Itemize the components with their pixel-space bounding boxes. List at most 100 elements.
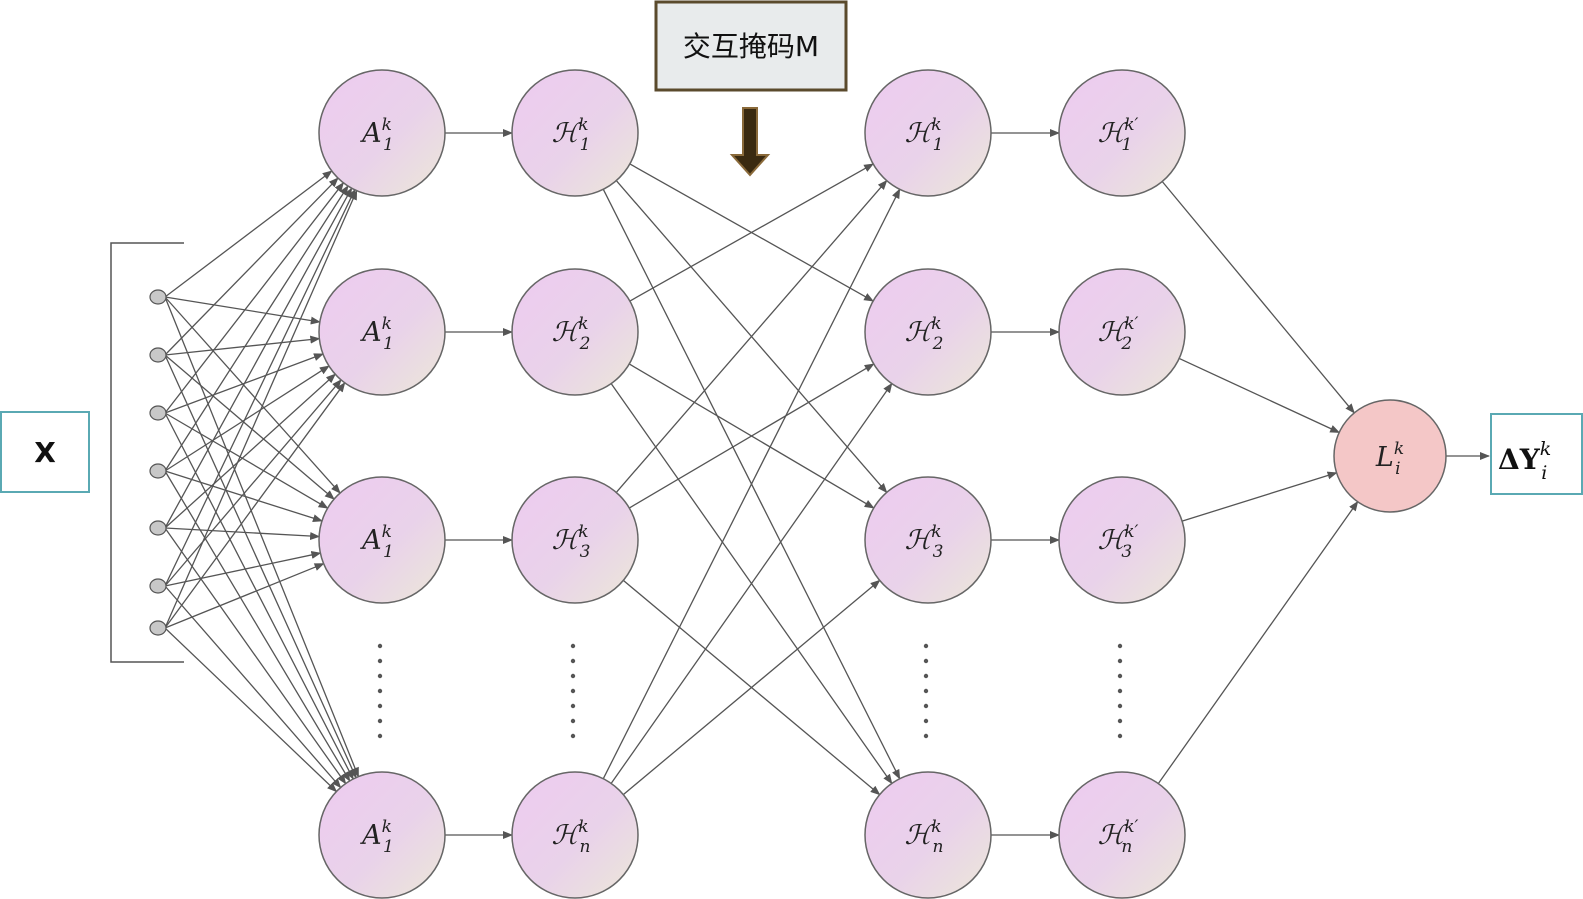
node-circle	[511, 69, 639, 197]
node-circle	[318, 476, 446, 604]
hprime-to-loss-edge	[1161, 181, 1355, 414]
ellipsis-dot	[1117, 733, 1123, 739]
input-bracket	[110, 242, 184, 663]
input-point	[149, 347, 167, 363]
node-label: ℋk′3	[1098, 522, 1139, 562]
mask-cross-edge	[602, 188, 901, 780]
mask-box: 交互掩码M	[654, 0, 848, 92]
ellipsis-dot	[923, 733, 929, 739]
node-circle	[511, 771, 639, 899]
mask-box-label: 交互掩码M	[683, 30, 819, 63]
input-edge	[164, 551, 322, 587]
ellipsis-dot	[923, 703, 929, 709]
input-edge	[164, 187, 353, 529]
input-edge	[164, 365, 330, 472]
node-label: ℋk′n	[1098, 817, 1139, 857]
ellipsis-dot	[1117, 718, 1123, 724]
col-h-prime-node: ℋk′n	[1058, 771, 1186, 899]
hprime-to-loss-edge	[1157, 500, 1359, 784]
ellipsis-dot	[570, 733, 576, 739]
input-edge	[164, 373, 336, 529]
input-edge	[164, 335, 321, 356]
input-point	[149, 289, 167, 305]
col-h-prime-node: ℋk′1	[1058, 69, 1186, 197]
ellipsis-dot	[923, 688, 929, 694]
node-circle	[864, 69, 992, 197]
input-edge	[164, 585, 342, 789]
input-edge	[164, 563, 325, 629]
ellipsis-dot	[923, 673, 929, 679]
node-label: ℋk′2	[1098, 314, 1139, 354]
ellipsis-dot	[1117, 688, 1123, 694]
mask-cross-edge	[610, 382, 893, 784]
input-point	[149, 463, 167, 479]
ellipsis-dot	[377, 718, 383, 724]
node-circle	[511, 476, 639, 604]
input-box: X	[0, 411, 90, 493]
hprime-to-loss-edge	[1181, 471, 1338, 522]
mask-cross-edge	[628, 363, 875, 509]
input-edge	[164, 379, 342, 587]
input-edge	[164, 412, 354, 780]
node-circle	[318, 771, 446, 899]
node-circle	[864, 268, 992, 396]
input-edge	[164, 185, 349, 472]
input-edge	[164, 188, 356, 587]
col-h-prime-node: ℋk′3	[1058, 476, 1186, 604]
input-edge	[164, 296, 341, 494]
input-point	[149, 520, 167, 536]
ellipsis-dot	[570, 688, 576, 694]
ellipsis-dot	[377, 643, 383, 649]
mask-down-arrow-icon	[729, 107, 771, 177]
input-box-label: X	[34, 436, 56, 469]
mask-cross-edge	[615, 179, 888, 493]
node-circle	[511, 268, 639, 396]
ellipsis-dot	[923, 718, 929, 724]
ellipsis-dot	[1117, 703, 1123, 709]
input-edge	[164, 182, 345, 414]
input-edge	[164, 527, 347, 785]
ellipsis-dot	[1117, 643, 1123, 649]
ellipsis-dot	[377, 688, 383, 694]
mask-cross-edge	[622, 579, 881, 796]
node-label: ℋk′1	[1098, 115, 1139, 155]
ellipsis-dot	[923, 658, 929, 664]
mask-cross-edge	[629, 163, 874, 302]
node-circle	[864, 771, 992, 899]
node-circle	[318, 268, 446, 396]
ellipsis-dot	[570, 658, 576, 664]
input-edge	[164, 470, 351, 782]
connection-edges	[164, 129, 1490, 839]
node-circle	[1058, 476, 1186, 604]
node-circle	[864, 476, 992, 604]
node-circle	[1058, 771, 1186, 899]
col-h-prime-node: ℋk′2	[1058, 268, 1186, 396]
ellipsis-dot	[377, 673, 383, 679]
input-point	[149, 405, 167, 421]
input-edge	[164, 177, 339, 356]
